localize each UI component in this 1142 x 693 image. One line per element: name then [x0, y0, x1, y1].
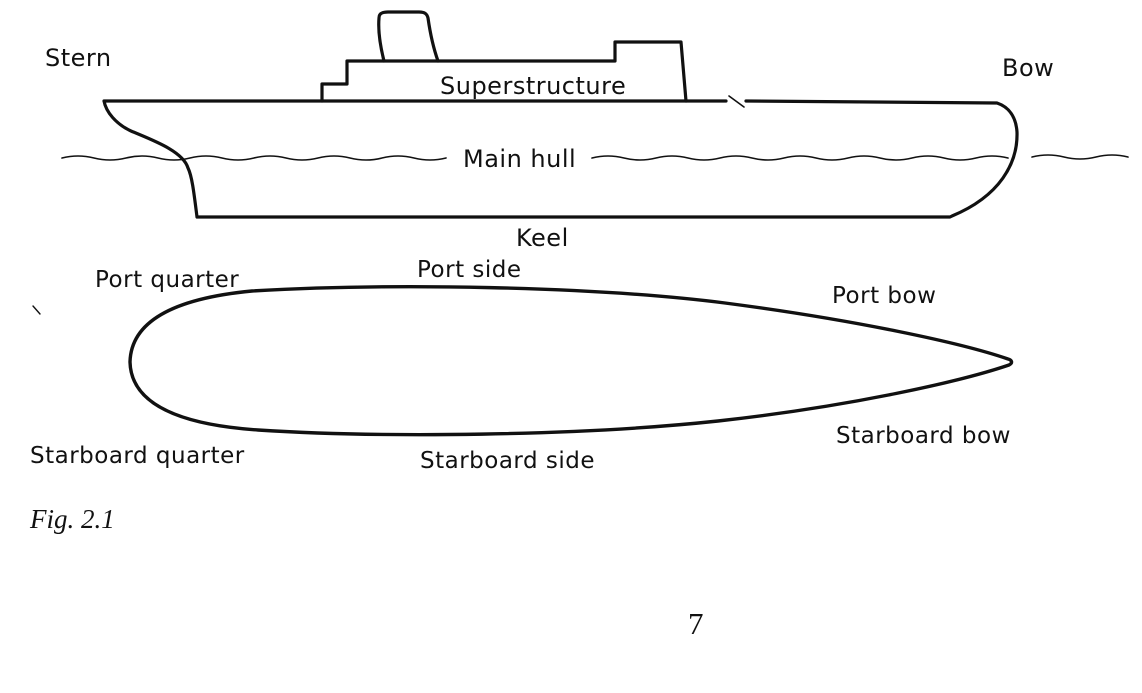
waterline-left: [61, 155, 447, 161]
label-starboard-quarter: Starboard quarter: [30, 443, 245, 469]
label-port-side: Port side: [417, 257, 522, 283]
waterline-right: [591, 155, 1009, 161]
stray-mark: [32, 305, 41, 315]
label-main-hull: Main hull: [457, 145, 583, 173]
label-bow: Bow: [1002, 54, 1055, 82]
waterline-far-right: [1031, 154, 1129, 160]
label-keel: Keel: [516, 224, 569, 252]
deck-break-mark: [728, 95, 745, 108]
label-starboard-side: Starboard side: [420, 448, 596, 474]
label-port-quarter: Port quarter: [95, 267, 240, 293]
label-stern: Stern: [45, 44, 112, 72]
label-port-bow: Port bow: [832, 283, 937, 309]
side-view-hull-outline: [102, 99, 1019, 219]
funnel-outline: [377, 10, 440, 63]
label-starboard-bow: Starboard bow: [836, 423, 1011, 449]
figure-caption: Fig. 2.1: [30, 504, 115, 534]
page-number: 7: [688, 606, 704, 641]
plan-view-hull-outline: [128, 285, 1014, 437]
label-superstructure: Superstructure: [440, 72, 627, 100]
superstructure-outline: [320, 40, 688, 103]
